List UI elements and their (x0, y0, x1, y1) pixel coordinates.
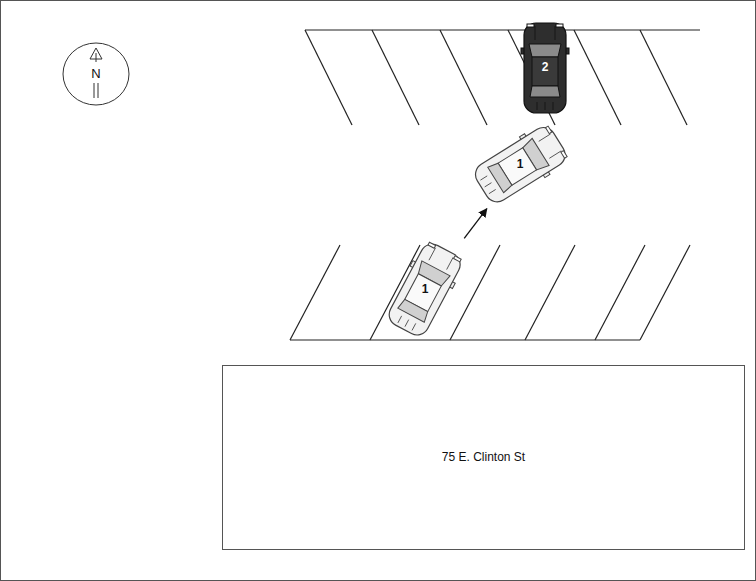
motion-arrow (464, 209, 487, 239)
car-body (385, 240, 464, 339)
vehicle: 2 (522, 21, 568, 115)
vehicle: 1 (469, 121, 572, 208)
headlight (454, 256, 462, 262)
stall-line (640, 245, 690, 340)
stall-line (525, 245, 575, 340)
stall-line (305, 30, 352, 125)
building-box: 75 E. Clinton St (222, 365, 745, 550)
stall-line (450, 245, 500, 340)
compass-needle-tail (94, 83, 98, 98)
vehicle: 1 (383, 238, 466, 341)
number-patch (506, 157, 527, 177)
body-lines (479, 134, 561, 195)
stall-line (440, 30, 487, 125)
stall-line (574, 30, 621, 125)
number-patch (413, 283, 433, 304)
car-body (524, 23, 566, 113)
stall-lines (290, 30, 700, 340)
car-drawing (383, 239, 468, 341)
stall-line (595, 245, 645, 340)
vehicle-number: 1 (517, 158, 524, 171)
north-label: N (91, 67, 100, 81)
headlight (428, 243, 436, 249)
stall-line (640, 30, 687, 125)
car-body (471, 123, 570, 206)
rear-window (530, 86, 560, 97)
headlight (561, 151, 567, 159)
vehicle-number: 1 (422, 283, 429, 296)
compass-ellipse (63, 43, 129, 105)
headlight (545, 126, 551, 134)
compass-rose: N (62, 42, 130, 106)
body-lines (535, 26, 555, 110)
headlight (556, 24, 563, 27)
north-arrow-stem (96, 53, 97, 62)
car-drawing (469, 121, 571, 209)
vehicle-number: 2 (542, 61, 549, 74)
roof (532, 57, 558, 86)
address-label: 75 E. Clinton St (442, 451, 525, 464)
body-lines (396, 248, 453, 332)
car-drawing (521, 23, 569, 113)
stall-line (290, 245, 340, 340)
stall-line (372, 30, 419, 125)
stall-edge (290, 339, 640, 340)
headlight (527, 24, 534, 27)
building-outline (223, 366, 745, 550)
windshield (529, 44, 561, 57)
